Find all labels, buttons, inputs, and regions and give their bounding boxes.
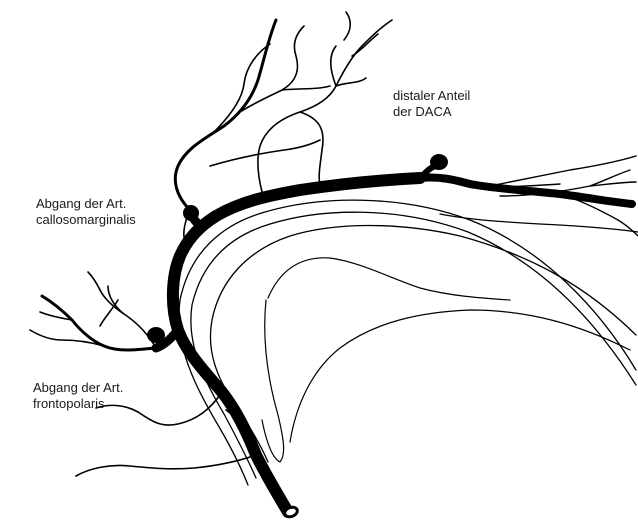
callosomarginal-branches xyxy=(175,12,392,244)
label-callosomarginalis-line2: callosomarginalis xyxy=(36,212,136,228)
label-frontopolaris-line2: frontopolaris xyxy=(33,396,123,412)
label-frontopolaris-line1: Abgang der Art. xyxy=(33,380,123,396)
pericallosal-artery-main xyxy=(156,166,632,512)
inner-contours xyxy=(262,258,630,462)
label-distal-daca: distaler Anteil der DACA xyxy=(393,88,470,120)
label-frontopolaris: Abgang der Art. frontopolaris xyxy=(33,380,123,412)
label-callosomarginalis-line1: Abgang der Art. xyxy=(36,196,136,212)
frontopolar-branches xyxy=(30,272,256,476)
label-distal-daca-line1: distaler Anteil xyxy=(393,88,470,104)
label-distal-daca-line2: der DACA xyxy=(393,104,470,120)
label-callosomarginalis: Abgang der Art. callosomarginalis xyxy=(36,196,136,228)
